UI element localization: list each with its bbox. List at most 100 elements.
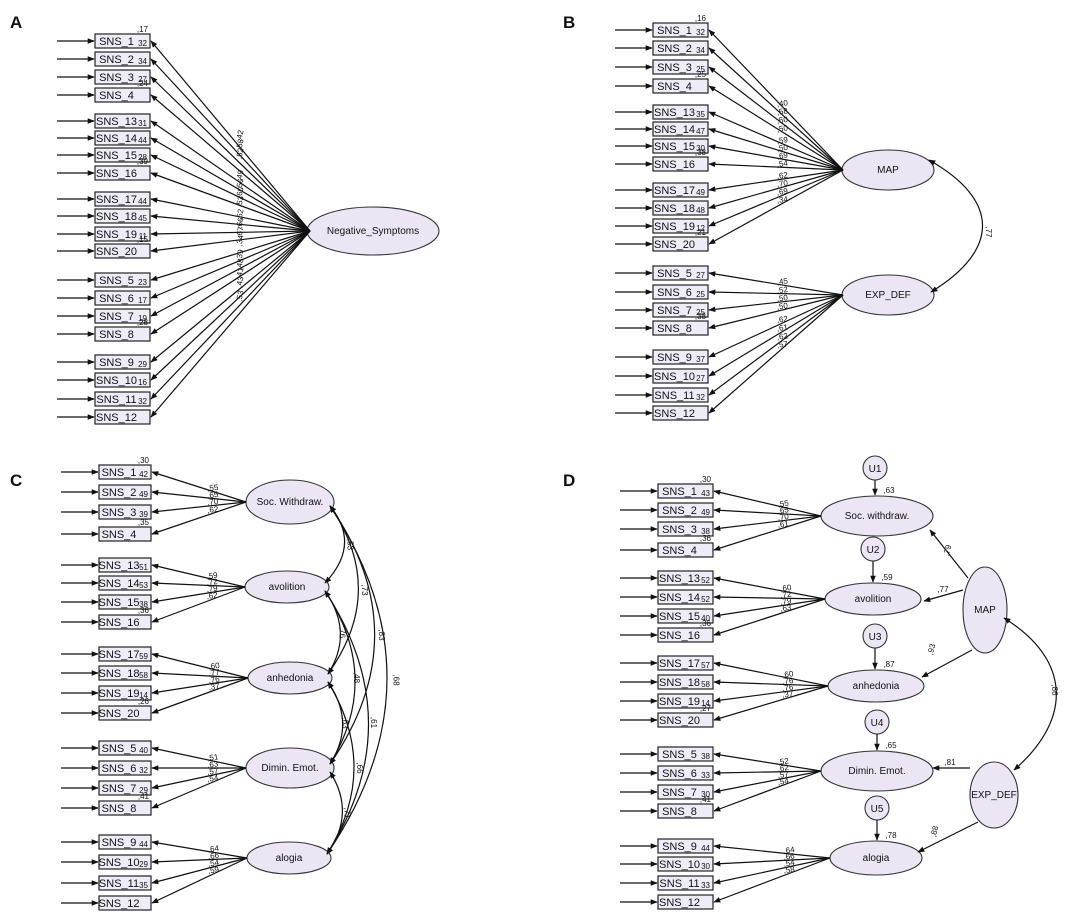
error-value: 33 <box>701 771 710 780</box>
indicator-box <box>657 674 714 690</box>
indicator-label: SNS_4 <box>662 545 697 557</box>
latent-label: Negative_Symptoms <box>327 226 419 237</box>
loading-path <box>713 857 831 885</box>
loading-path <box>713 685 829 703</box>
indicator-label: SNS_8 <box>662 806 697 818</box>
indicator-box <box>657 765 714 781</box>
loading-path <box>713 489 822 517</box>
loading-path <box>150 230 311 335</box>
correlation-label: ,83 <box>377 629 386 641</box>
error-value: 52 <box>701 576 710 585</box>
indicator-label: SNS_18 <box>654 203 695 215</box>
correlation-label: ,77 <box>984 226 993 238</box>
loading-path <box>151 677 249 714</box>
error-value: 25 <box>696 308 705 317</box>
indicator-box <box>652 349 709 365</box>
indicator-box <box>94 33 151 49</box>
loading-label: ,77 <box>937 585 949 594</box>
error-value: 16 <box>138 378 147 387</box>
indicator-label: SNS_2 <box>657 43 692 55</box>
loading-path <box>150 230 311 299</box>
latent-label: Dimin. Emot. <box>848 766 905 777</box>
correlation-label: ,63 <box>340 717 349 729</box>
loading-label: ,69 <box>776 150 789 161</box>
indicator-label: SNS_9 <box>662 841 697 853</box>
loading-path <box>708 161 844 171</box>
indicator-box <box>98 484 152 500</box>
loading-path <box>713 515 822 551</box>
loading-label: ,66 <box>235 216 246 229</box>
second-order-path <box>923 589 964 602</box>
loading-label: ,60 <box>782 669 795 680</box>
indicator-box <box>94 326 151 342</box>
indicator-label: SNS_17 <box>654 185 695 197</box>
indicator-box <box>94 165 151 181</box>
error-value: 53 <box>139 581 148 590</box>
loading-label: ,53 <box>235 289 246 302</box>
loading-label: ,50 <box>776 123 789 134</box>
loading-label: ,62 <box>206 590 219 601</box>
loading-label: ,43 <box>235 275 246 288</box>
indicator-label: SNS_16 <box>96 168 137 180</box>
latent-ellipse <box>969 761 1019 829</box>
r-squared-label: ,63 <box>883 486 895 495</box>
indicator-label: SNS_3 <box>102 507 137 519</box>
correlation-label: ,68 <box>392 674 401 686</box>
indicator-label: SNS_18 <box>96 211 137 223</box>
indicator-box <box>94 391 151 407</box>
loading-label: ,54 <box>777 776 790 787</box>
error-value: 38 <box>701 527 710 536</box>
indicator-box <box>652 265 709 281</box>
error-value: 28 <box>138 153 147 162</box>
indicator-label: SNS_14 <box>96 133 137 145</box>
loading-path <box>150 40 311 232</box>
r-squared-label: ,59 <box>881 573 893 582</box>
latent-label: avolition <box>269 582 306 593</box>
loading-label: ,58 <box>235 138 246 151</box>
indicator-label: SNS_5 <box>657 268 692 280</box>
loading-path <box>151 580 246 588</box>
loading-path <box>151 652 249 679</box>
error-value: 33 <box>701 881 710 890</box>
error-value: 37 <box>696 355 705 364</box>
indicator-box <box>94 308 151 324</box>
indicator-box <box>98 504 152 520</box>
latent-label: MAP <box>877 165 899 176</box>
latent-label: anhedonia <box>853 681 900 692</box>
loading-label: ,54 <box>207 773 220 784</box>
loading-label: ,62 <box>776 170 789 181</box>
loading-path <box>713 507 822 517</box>
indicator-box <box>98 875 152 891</box>
indicator-label: SNS_18 <box>659 677 700 689</box>
loading-label: ,40 <box>776 98 789 109</box>
loading-label: ,50 <box>776 115 789 126</box>
loading-label: ,76 <box>782 676 795 687</box>
loading-path <box>713 598 826 636</box>
panel-label: C <box>10 471 22 490</box>
latent-label: Soc. Withdraw. <box>257 497 324 508</box>
error-value: 52 <box>701 595 710 604</box>
error-value: 59 <box>139 652 148 661</box>
panel-label: A <box>10 13 22 32</box>
error-value: 51 <box>139 563 148 572</box>
loading-label: ,57 <box>207 766 220 777</box>
error-value: 32 <box>138 39 147 48</box>
error-value: 38 <box>139 600 148 609</box>
indicator-box <box>652 78 709 94</box>
error-value: 25 <box>696 290 705 299</box>
loading-label: ,62 <box>776 314 789 325</box>
indicator-box <box>657 693 714 709</box>
indicator-box <box>657 627 714 643</box>
disturbance-label: U2 <box>867 545 880 556</box>
loading-label: ,66 <box>207 851 220 862</box>
indicator-label: SNS_3 <box>657 62 692 74</box>
indicator-box <box>94 290 151 306</box>
indicator-box <box>657 894 714 910</box>
loading-label: ,63 <box>780 603 793 614</box>
r-squared-label: ,27 <box>700 704 712 713</box>
indicator-box <box>98 557 152 573</box>
indicator-box <box>652 156 709 172</box>
loading-path <box>708 271 844 296</box>
indicator-label: SNS_20 <box>96 246 137 258</box>
